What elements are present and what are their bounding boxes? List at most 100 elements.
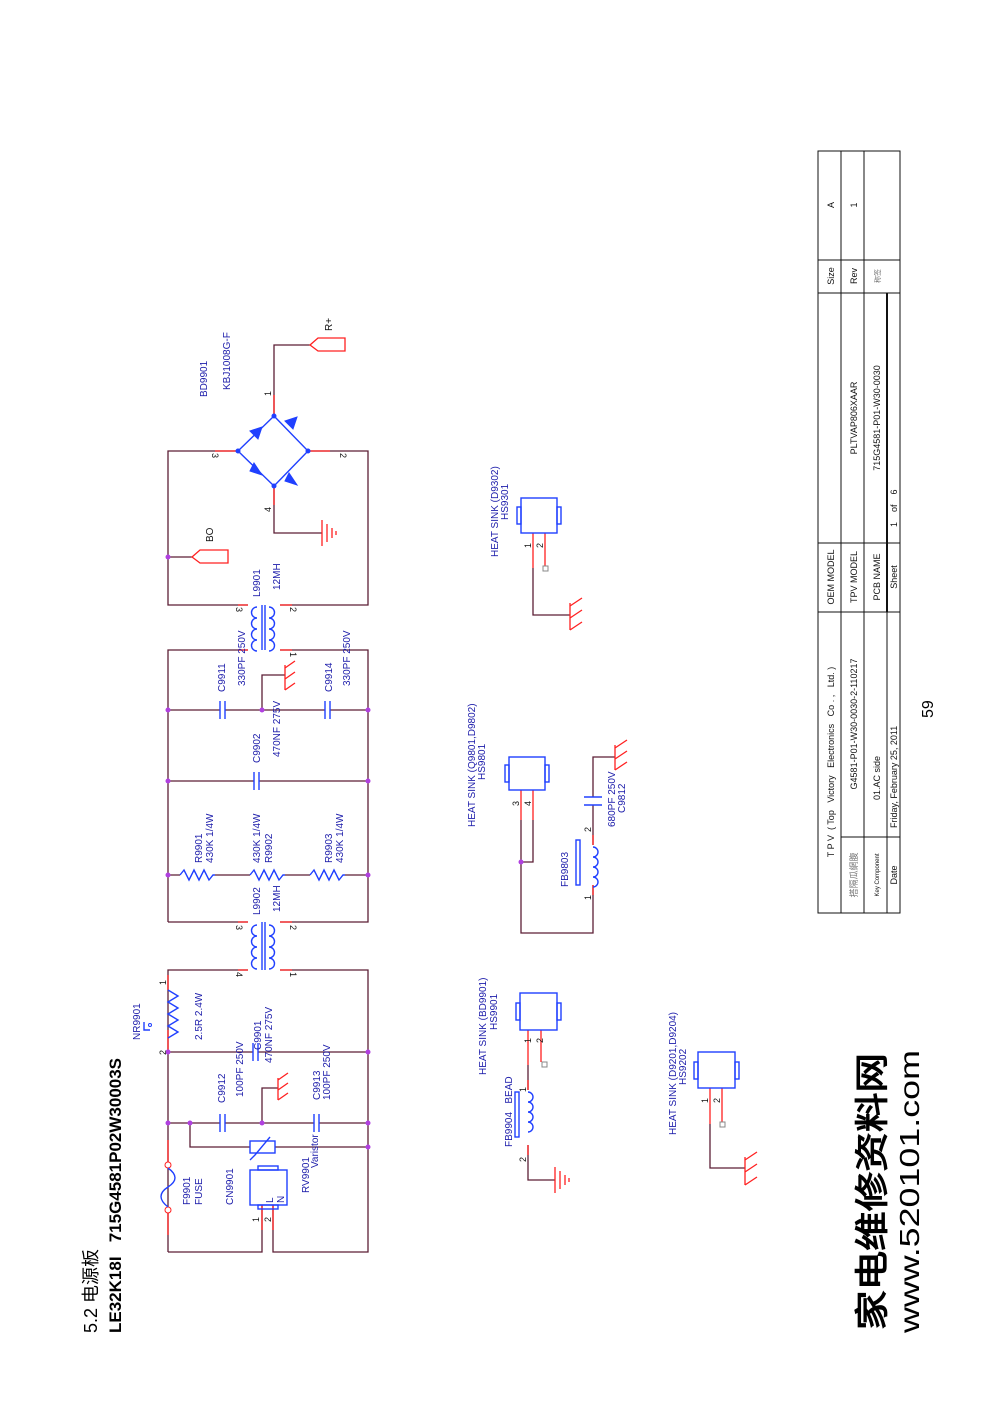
pin-number: 2	[712, 1098, 722, 1103]
pcb-name-value: 715G4581-P01-W30-0030	[872, 365, 882, 471]
cn-label: 搭隔瓜網腹	[848, 852, 859, 897]
r9903-value: 430K 1/4W	[335, 813, 346, 863]
pin-number: 1	[251, 1217, 261, 1222]
fb9904-label: FB9904 BEAD	[504, 1076, 515, 1147]
r9903-ref: R9903	[324, 833, 335, 863]
tpv-model-value: PLTVAP806XAAR	[849, 381, 859, 454]
connector-cn9901-symbol	[249, 1165, 288, 1210]
c9911-value: 330PF 250V	[237, 630, 248, 686]
oem-model-label: OEM MODEL	[826, 549, 836, 604]
l9901-ref: L9901	[252, 569, 263, 597]
section-title: 5.2 电源板	[81, 1249, 101, 1333]
hs9801-ref: HS9801	[477, 743, 488, 780]
cn9901-ref: CN9901	[225, 1168, 236, 1205]
pin-number: 2	[338, 453, 348, 458]
l9902-ref: L9902	[252, 887, 263, 915]
pin-number: 3	[234, 925, 244, 930]
sheet-value: 1 of 6	[889, 489, 899, 527]
tpv-model-label: TPV MODEL	[849, 551, 859, 603]
pin-number: 3	[234, 607, 244, 612]
doc-number: G4581-P01-W30-0030-2-110217	[849, 659, 859, 790]
pin-number: 1	[288, 652, 298, 657]
key-component-value: 01.AC side	[872, 756, 882, 800]
pin-stubs	[167, 395, 723, 1235]
fuse-f9901-symbol	[160, 1161, 176, 1214]
pin-number: 4	[263, 507, 273, 512]
pin-number: 1	[518, 1087, 528, 1092]
ferrite-beads	[514, 839, 599, 1138]
pin-number: 2	[535, 1038, 545, 1043]
page-number: 59	[920, 700, 937, 718]
r9902-value: 430K 1/4W	[252, 813, 263, 863]
varistor-rv9901-symbol	[249, 1136, 276, 1161]
pin-number: 4	[234, 972, 244, 977]
company-name: T P V ( Top Victory Electronics Co . , L…	[826, 667, 836, 857]
c9913-value: 100PF 250V	[322, 1044, 333, 1100]
wires	[167, 344, 745, 1253]
r9901-ref: R9901	[194, 833, 205, 863]
c9901-value: 470NF 275V	[264, 1007, 275, 1063]
capacitors	[219, 701, 602, 1132]
pin-number: 1	[288, 972, 298, 977]
hs9202-ref: HS9202	[678, 1048, 689, 1085]
c9812-value: 680PF 250V	[607, 771, 618, 827]
bridge-rectifier-bd9901	[235, 413, 311, 489]
pin-number: 1	[523, 543, 533, 548]
cn9901-pin-l: L	[265, 1197, 276, 1203]
size-label: Size	[826, 267, 836, 285]
bo-label: BO	[205, 527, 216, 542]
rev-value: 1	[849, 202, 859, 207]
hs9202-title: HEAT SINK (D9201,D9204)	[668, 1012, 679, 1135]
rv9901-value: Varistor	[310, 1134, 321, 1168]
common-mode-choke-l9902	[250, 922, 276, 970]
c9901-ref: C9901	[253, 1020, 264, 1050]
sheet-label: Sheet	[889, 565, 899, 589]
r-plus-label: R+	[324, 318, 335, 331]
hs9901-title: HEAT SINK (BD9901)	[478, 978, 489, 1075]
date-label: Date	[889, 865, 899, 884]
thermistor-nr9901-symbol	[143, 989, 180, 1039]
pin-numbers: 1 2 2 1 3 2 4 1 3 2 1 3 2 1 4 1 2 1 2 3 …	[158, 391, 722, 1222]
common-mode-choke-l9901	[250, 605, 276, 652]
cn9901-pin-n: N	[276, 1196, 287, 1203]
r9902-ref: R9902	[264, 833, 275, 863]
pin-number: 1	[583, 895, 593, 900]
pin-number: 2	[158, 1050, 168, 1055]
pin-number: 1	[523, 1038, 533, 1043]
pin-number: 1	[700, 1098, 710, 1103]
r9901-value: 430K 1/4W	[205, 813, 216, 863]
c9902-value: 470NF 275V	[272, 701, 283, 757]
pin-number: 2	[535, 543, 545, 548]
watermark-cn: 家电维修资料网	[853, 1053, 893, 1330]
c9914-value: 330PF 250V	[342, 630, 353, 686]
ground-symbols	[277, 520, 758, 1193]
pin-number: 2	[583, 827, 593, 832]
port-bo	[190, 549, 229, 564]
date-value: Friday, February 25, 2011	[889, 726, 899, 828]
nr9901-value: 2.5R 2.4W	[194, 992, 205, 1040]
f9901-value: FUSE	[194, 1178, 205, 1205]
pin-number: 1	[158, 980, 168, 985]
key-component-label: Key Component	[875, 853, 881, 896]
pin-number: 2	[288, 925, 298, 930]
port-r-plus	[308, 337, 346, 352]
hs9901-ref: HS9901	[489, 993, 500, 1030]
junction-dots	[165, 554, 524, 1150]
resistors	[179, 868, 345, 882]
watermark-url: www.520101.com	[894, 1050, 925, 1334]
c9914-ref: C9914	[324, 662, 335, 692]
c9911-ref: C9911	[217, 663, 228, 692]
pin-number: 2	[288, 607, 298, 612]
cn-small-label: 称签	[873, 269, 882, 283]
c9912-ref: C9912	[217, 1073, 228, 1103]
c9912-value: 100PF 250V	[235, 1041, 246, 1097]
l9902-value: 12MH	[272, 885, 283, 912]
c9902-ref: C9902	[252, 733, 263, 763]
hs9301-title: HEAT SINK (D9302)	[490, 466, 501, 557]
rv9901-ref: RV9901	[301, 1157, 312, 1193]
pin-number: 2	[263, 1217, 273, 1222]
c9812-ref: C9812	[617, 783, 628, 813]
nr9901-ref: NR9901	[132, 1003, 143, 1040]
pcb-name-label: PCB NAME	[872, 553, 882, 600]
